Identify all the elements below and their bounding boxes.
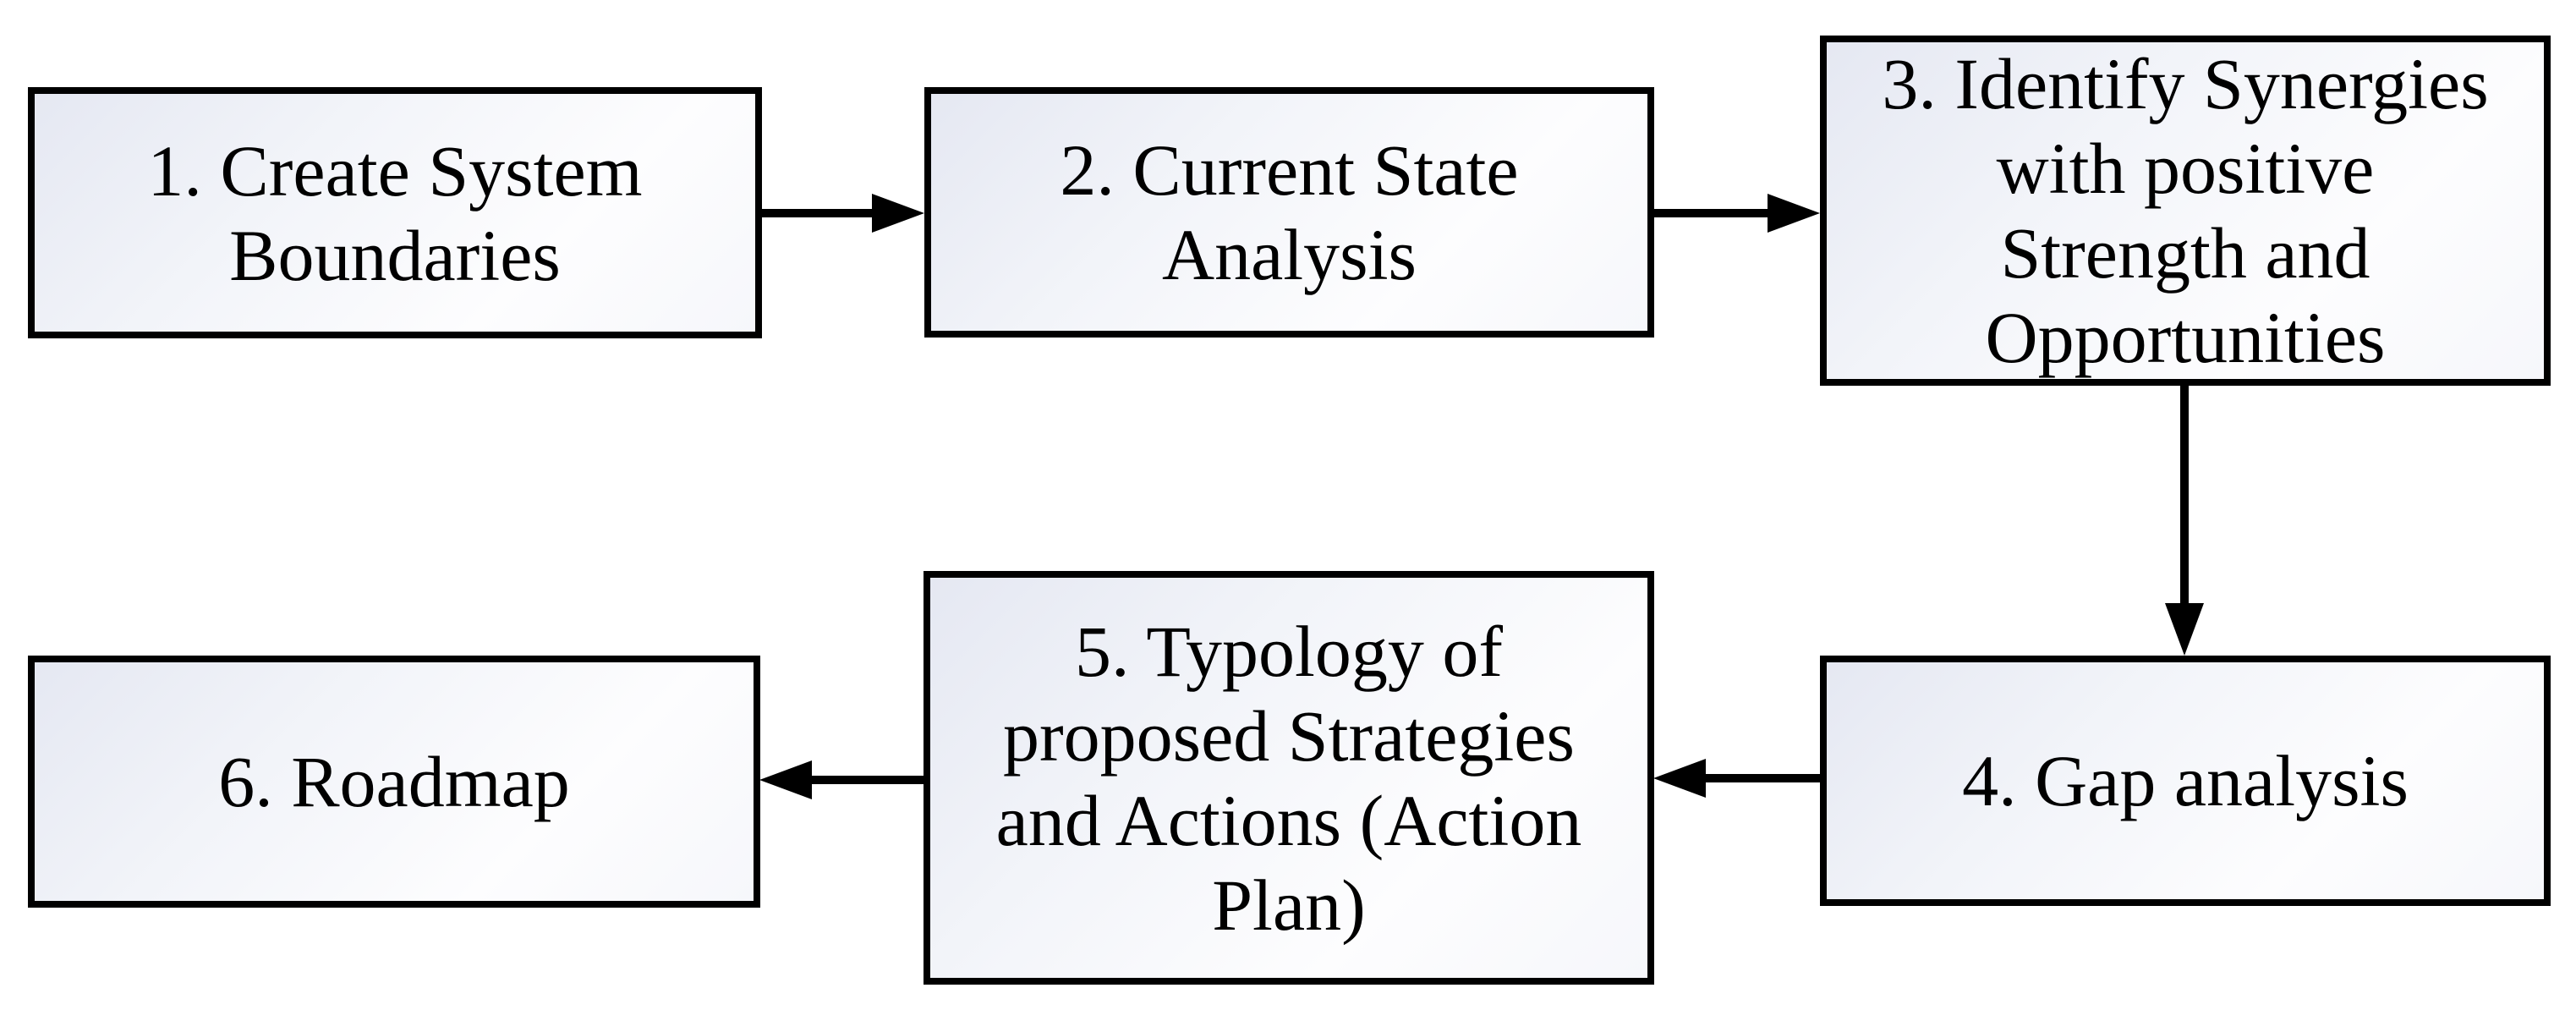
- arrowhead-right-icon: [1768, 194, 1820, 233]
- arrowhead-left-icon: [759, 760, 812, 799]
- flow-step-3-box: 3. Identify Synergies with positive Stre…: [1820, 36, 2551, 386]
- flow-step-1-label: 1. Create System Boundaries: [147, 129, 643, 296]
- flow-step-6-label: 6. Roadmap: [218, 741, 570, 822]
- arrow-step1-to-step2: [761, 194, 924, 233]
- flow-step-3-label: 3. Identify Synergies with positive Stre…: [1882, 43, 2489, 378]
- arrowhead-right-icon: [872, 194, 924, 233]
- flow-step-4-label: 4. Gap analysis: [1962, 740, 2409, 821]
- arrow-step2-to-step3: [1653, 194, 1820, 233]
- flow-step-2-label: 2. Current State Analysis: [1060, 129, 1519, 295]
- arrowhead-left-icon: [1653, 759, 1706, 798]
- flow-step-5-label: 5. Typology of proposed Strategies and A…: [995, 610, 1582, 946]
- flow-step-4-box: 4. Gap analysis: [1820, 656, 2551, 906]
- arrow-step5-to-step6: [759, 760, 924, 799]
- flow-step-1-box: 1. Create System Boundaries: [28, 87, 762, 338]
- flow-step-5-box: 5. Typology of proposed Strategies and A…: [924, 571, 1654, 985]
- flow-step-6-box: 6. Roadmap: [28, 656, 760, 908]
- arrowhead-down-icon: [2165, 603, 2204, 656]
- flow-step-2-box: 2. Current State Analysis: [924, 87, 1654, 338]
- arrow-step3-to-step4: [2165, 385, 2204, 656]
- arrow-step4-to-step5: [1653, 759, 1820, 798]
